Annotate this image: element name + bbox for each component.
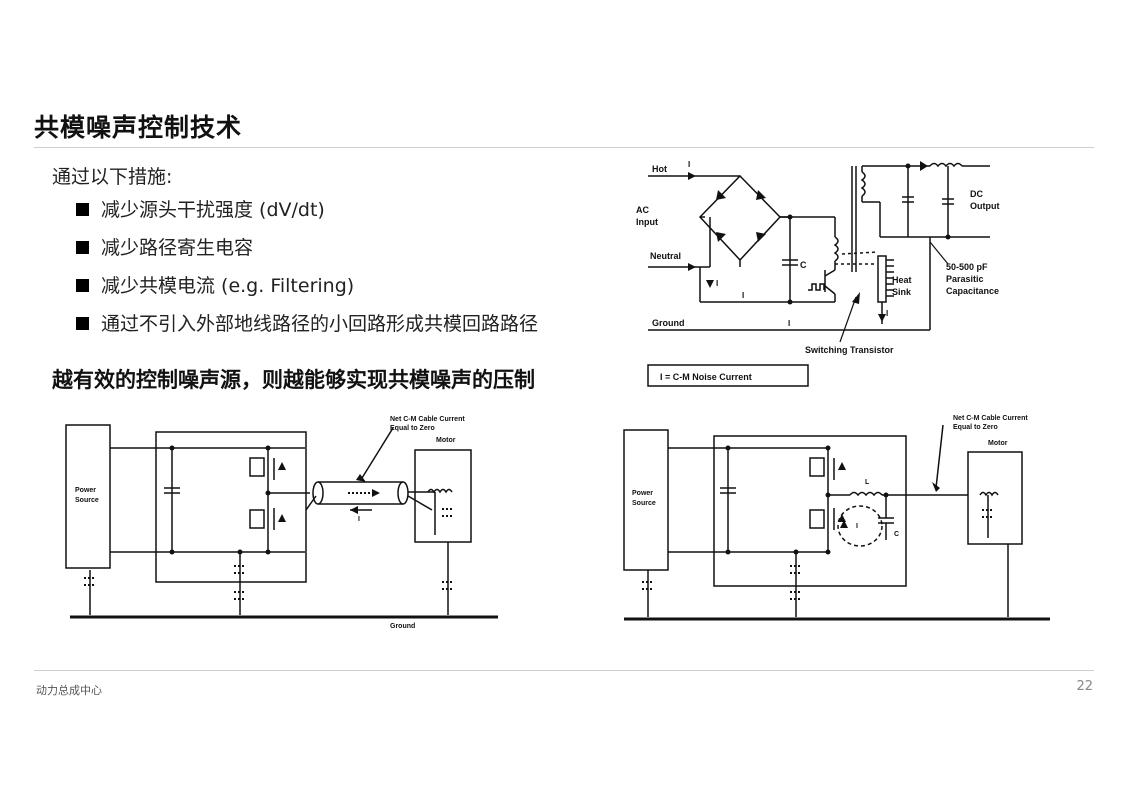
slide-title: 共模噪声控制技术 xyxy=(34,113,243,142)
footer-divider xyxy=(34,670,1094,671)
converter-noise-diagram: Hot AC Input Neutral Ground C DC Output … xyxy=(636,160,1000,387)
bullet-text: 减少路径寄生电容 xyxy=(101,237,254,259)
parasitic-label: 50-500 pF xyxy=(946,262,988,272)
power-source-label: Power xyxy=(632,490,653,497)
bullet-square-icon xyxy=(76,241,89,254)
capacitor-label: C xyxy=(894,531,899,538)
bullet-square-icon xyxy=(76,317,89,330)
hot-label: Hot xyxy=(652,164,667,174)
net-current-label-2: Equal to Zero xyxy=(390,425,435,432)
bullet-square-icon xyxy=(76,279,89,292)
capacitor-label: C xyxy=(800,260,807,270)
intro-text: 通过以下措施: xyxy=(52,166,173,188)
power-source-label-2: Source xyxy=(75,497,99,504)
motor-label: Motor xyxy=(988,440,1008,447)
ac-input-label: AC xyxy=(636,205,649,215)
footer-text: 动力总成中心 xyxy=(36,684,102,697)
ground-label: Ground xyxy=(652,318,685,328)
current-label: I xyxy=(856,523,858,530)
parasitic-label-2: Parasitic xyxy=(946,274,984,284)
lc-filter-diagram: Power Source Net C-M Cable Current Equal… xyxy=(623,415,1050,621)
neutral-label: Neutral xyxy=(650,251,681,261)
switching-transistor-label: Switching Transistor xyxy=(805,345,894,355)
net-current-label-2: Equal to Zero xyxy=(953,424,998,431)
emphasis-text: 越有效的控制噪声源，则越能够实现共模噪声的压制 xyxy=(52,368,535,392)
inductor-label: L xyxy=(865,479,870,486)
net-current-label: Net C-M Cable Current xyxy=(390,416,465,423)
current-label: I xyxy=(716,279,718,288)
heat-sink-label-2: Sink xyxy=(892,287,912,297)
power-source-label-2: Source xyxy=(632,500,656,507)
list-item: 减少共模电流 (e.g. Filtering) xyxy=(76,273,538,311)
legend-label: I = C-M Noise Current xyxy=(660,372,752,382)
list-item: 减少路径寄生电容 xyxy=(76,235,538,273)
current-label: I xyxy=(742,291,744,300)
list-item: 减少源头干扰强度 (dV/dt) xyxy=(76,197,538,235)
net-current-label: Net C-M Cable Current xyxy=(953,415,1028,422)
current-label: I xyxy=(788,319,790,328)
ac-input-label-2: Input xyxy=(636,217,658,227)
heat-sink-label: Heat xyxy=(892,275,912,285)
bullet-text: 通过不引入外部地线路径的小回路形成共模回路路径 xyxy=(101,313,539,335)
ground-label: Ground xyxy=(390,623,415,630)
cable-shield-diagram: Power Source Net C-M Cable Current Equal… xyxy=(65,416,498,630)
motor-label: Motor xyxy=(436,437,456,444)
list-item: 通过不引入外部地线路径的小回路形成共模回路路径 xyxy=(76,311,538,349)
current-label: I xyxy=(688,160,690,169)
page-number: 22 xyxy=(1076,679,1093,694)
measures-list: 减少源头干扰强度 (dV/dt) 减少路径寄生电容 减少共模电流 (e.g. F… xyxy=(76,197,538,349)
parasitic-label-3: Capacitance xyxy=(946,286,999,296)
title-divider xyxy=(34,147,1094,148)
current-label: I xyxy=(886,309,888,318)
dc-output-label: DC xyxy=(970,189,983,199)
bullet-text: 减少共模电流 (e.g. Filtering) xyxy=(101,275,355,297)
power-source-label: Power xyxy=(75,487,96,494)
dc-output-label-2: Output xyxy=(970,201,1000,211)
bullet-square-icon xyxy=(76,203,89,216)
current-label: I xyxy=(358,516,360,523)
bullet-text: 减少源头干扰强度 (dV/dt) xyxy=(101,199,325,221)
